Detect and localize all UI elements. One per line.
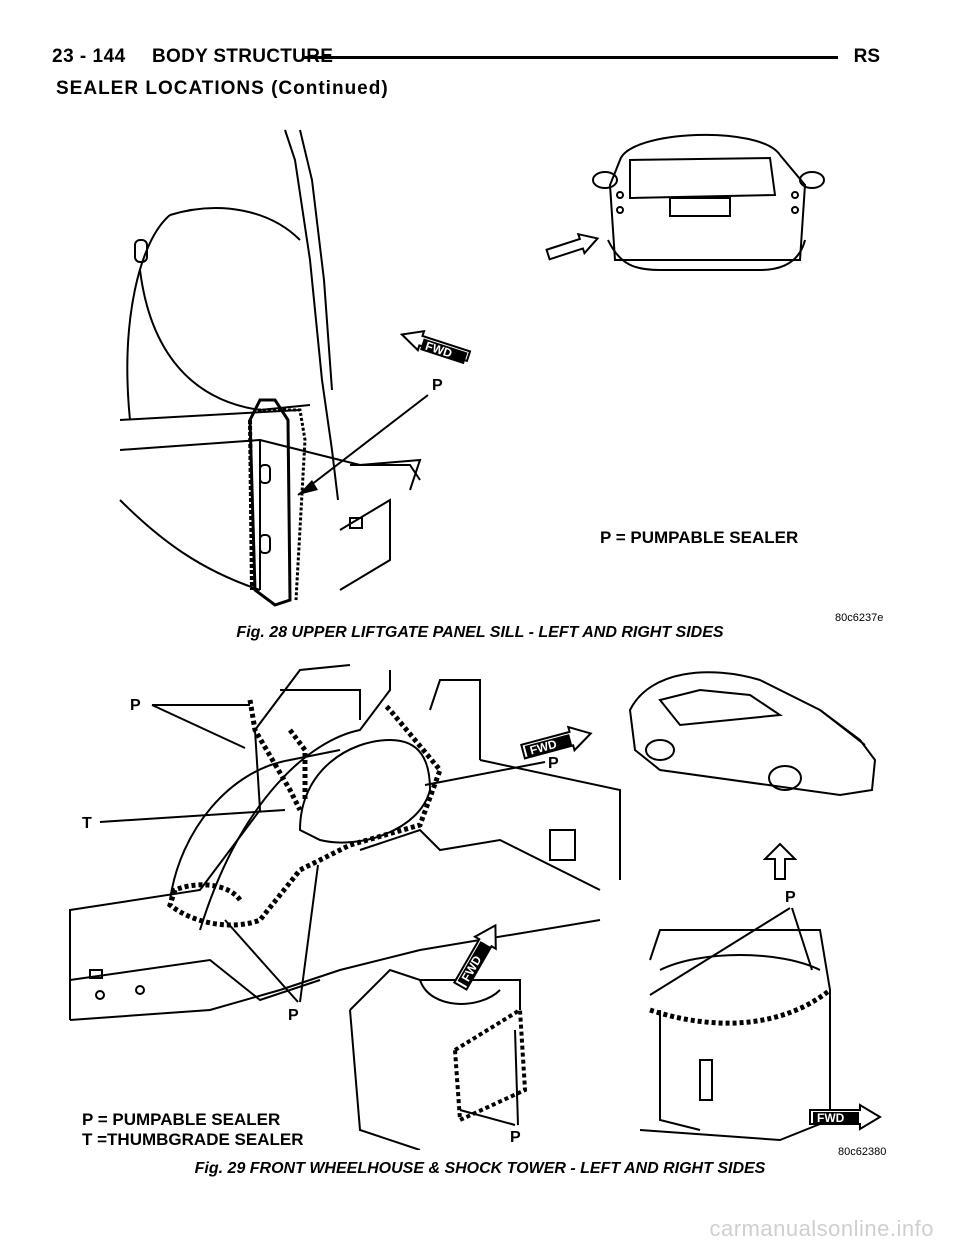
callout-p: P [288, 1007, 299, 1024]
figure-28-code: 80c6237e [835, 612, 884, 624]
page-header: 23 - 144 BODY STRUCTURE RS [52, 44, 880, 74]
callout-p: P [130, 697, 141, 714]
page-number: 23 - 144 [52, 46, 126, 67]
fwd-label: FWD [528, 737, 558, 758]
figure-28-caption: Fig. 28 UPPER LIFTGATE PANEL SILL - LEFT… [236, 624, 724, 641]
model-code: RS [853, 46, 880, 67]
figure-28-illustration: FWD P [60, 120, 900, 620]
callout-t: T [82, 815, 92, 832]
callout-p: P [510, 1129, 521, 1146]
watermark: carmanualsonline.info [709, 1216, 934, 1241]
vehicle-side-view [628, 671, 877, 797]
legend-line-thumbgrade: T =THUMBGRADE SEALER [82, 1130, 304, 1149]
callout-p: P [785, 889, 796, 906]
header-rule [304, 56, 838, 59]
fwd-label: FWD [817, 1111, 845, 1125]
view-arrow-icon [762, 842, 798, 880]
figure-29-caption: Fig. 29 FRONT WHEELHOUSE & SHOCK TOWER -… [194, 1160, 766, 1177]
fwd-arrow-icon: FWD [809, 1103, 882, 1131]
figure-29-illustration: P T P P P P FWD FWD FWD [60, 650, 900, 1150]
fwd-arrow-icon: FWD [399, 329, 472, 365]
view-arrow-icon [545, 232, 600, 261]
legend-line-pumpable: P = PUMPABLE SEALER [82, 1110, 281, 1129]
fwd-arrow-icon: FWD [520, 725, 593, 760]
section-title: BODY STRUCTURE [152, 46, 334, 67]
figure-28-legend: P = PUMPABLE SEALER [600, 528, 799, 547]
fwd-label: FWD [424, 339, 455, 361]
fwd-arrow-icon: FWD [452, 923, 497, 991]
figure-29-code: 80c62380 [838, 1146, 887, 1158]
vehicle-rear-view [592, 133, 825, 271]
callout-p: P [548, 755, 559, 772]
section-subheading: SEALER LOCATIONS (Continued) [56, 78, 389, 99]
figure-29-legend: P = PUMPABLE SEALER T =THUMBGRADE SEALER [82, 1110, 303, 1150]
callout-p: P [432, 377, 443, 394]
